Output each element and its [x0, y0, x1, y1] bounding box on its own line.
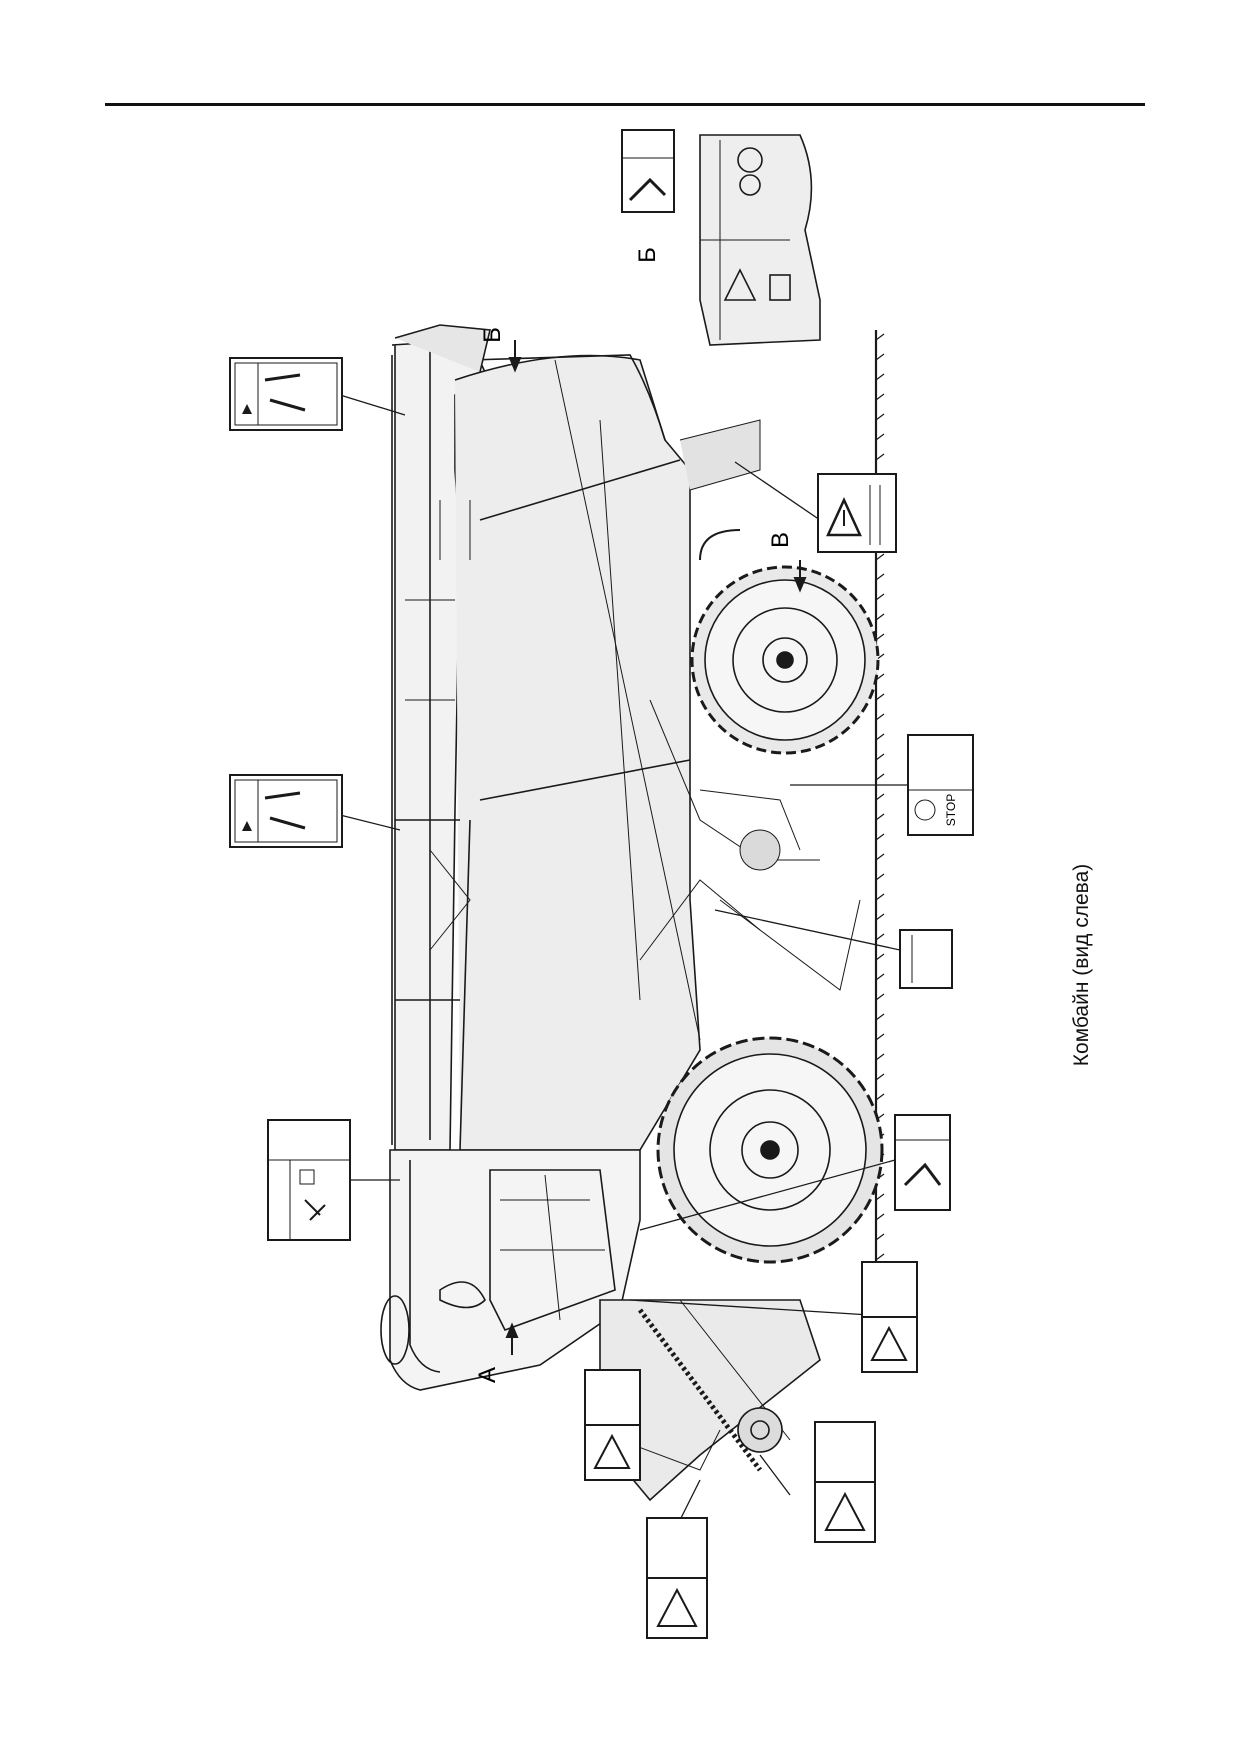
sticker-pair-2	[584, 1369, 641, 1481]
sticker-stop	[907, 734, 974, 836]
view-label-v: В	[767, 532, 794, 548]
combine-body	[391, 324, 701, 1151]
header-rule	[105, 103, 1145, 106]
view-label-b-main: Б	[479, 327, 506, 343]
rear-wheel	[690, 529, 880, 755]
machinery-details	[429, 419, 861, 991]
sticker-pair-4	[646, 1517, 708, 1639]
figure-caption: Комбайн (вид слева)	[1070, 863, 1093, 1067]
stop-label: STOP	[944, 794, 958, 826]
leader-lines	[339, 394, 910, 1521]
sticker-arm-hazard	[894, 1114, 951, 1211]
sticker-pair-1	[861, 1261, 918, 1373]
sticker-warning-triangle-large	[817, 473, 897, 553]
view-arrows	[505, 340, 807, 1355]
view-label-a: А	[474, 1367, 501, 1383]
front-wheel	[656, 1036, 884, 1264]
sticker-top-left	[267, 1119, 351, 1241]
sticker-pair-3	[814, 1421, 876, 1543]
view-label-b-inset: Б	[634, 247, 661, 263]
inset-view-b	[699, 134, 821, 346]
sticker-inset-b	[621, 129, 675, 213]
sticker-top-right	[229, 357, 343, 431]
sticker-top-middle	[229, 774, 343, 848]
sticker-small-label	[899, 929, 953, 989]
cab	[380, 1149, 641, 1391]
